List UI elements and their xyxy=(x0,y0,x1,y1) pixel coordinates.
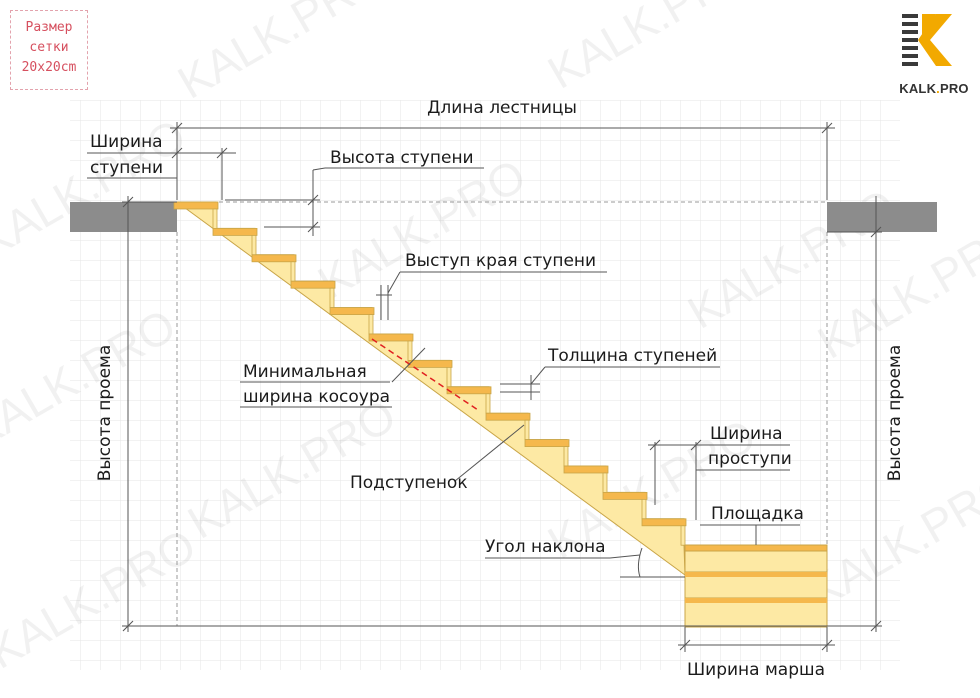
step-tread xyxy=(212,227,258,236)
step-riser xyxy=(446,366,452,388)
slope-angle-label: Угол наклона xyxy=(485,537,606,557)
stringer xyxy=(173,201,687,577)
tread-width-label-2: проступи xyxy=(708,449,792,469)
landing-block xyxy=(684,544,828,628)
step-tread xyxy=(290,280,336,289)
step-tread xyxy=(329,307,375,316)
step-tread xyxy=(602,491,648,500)
step-riser xyxy=(368,314,374,335)
flight-width-label: Ширина марша xyxy=(687,660,825,680)
nosing-label: Выступ края ступени xyxy=(405,251,596,271)
step-tread xyxy=(407,359,453,368)
tread-thickness-label: Толщина ступеней xyxy=(547,346,717,366)
grid-note-line-3: 20х20cm xyxy=(21,60,77,75)
logo-icon xyxy=(902,14,952,66)
dimension-lines xyxy=(87,122,882,652)
step-riser xyxy=(563,446,569,467)
logo-brand: KALK xyxy=(899,81,937,96)
step-tread xyxy=(563,465,609,474)
step-riser xyxy=(251,234,257,256)
step-tread xyxy=(641,518,687,527)
logo-dot: . xyxy=(936,81,940,96)
opening-height-right-label: Высота проема xyxy=(885,345,905,482)
step-riser xyxy=(329,287,335,309)
step-riser xyxy=(485,393,491,414)
step-height-label: Высота ступени xyxy=(330,148,474,168)
step-riser xyxy=(602,472,608,493)
watermark-text: KALK.PRO xyxy=(169,0,394,109)
step-riser xyxy=(212,208,218,229)
step-width-label-1: Ширина xyxy=(90,132,163,152)
grid-size-note: Размер сетки 20х20cm xyxy=(10,10,88,90)
step-width-label-2: ступени xyxy=(90,158,163,178)
step-riser xyxy=(641,498,647,520)
upper-floor-right xyxy=(827,202,937,232)
step-riser xyxy=(524,419,530,441)
step-tread xyxy=(524,439,570,448)
step-tread xyxy=(173,201,219,210)
grid-note-line-2: сетки xyxy=(29,40,69,55)
opening-height-left-label: Высота проема xyxy=(95,345,115,482)
kalk-pro-logo: KALK.PRO xyxy=(896,10,972,96)
watermark-text: KALK.PRO xyxy=(539,0,764,99)
step-riser xyxy=(290,261,296,282)
logo-wordmark: KALK.PRO xyxy=(896,81,972,96)
step-tread xyxy=(251,254,297,263)
stair-length-label: Длина лестницы xyxy=(427,98,577,118)
step-tread xyxy=(368,333,414,342)
min-stringer-line xyxy=(371,338,479,411)
step-riser xyxy=(407,340,413,361)
min-stringer-label-2: ширина косоура xyxy=(243,387,390,407)
tread-width-label-1: Ширина xyxy=(710,424,783,444)
step-tread xyxy=(485,412,531,421)
min-stringer-label-1: Минимальная xyxy=(243,362,367,382)
step-tread xyxy=(446,386,492,395)
landing-label: Площадка xyxy=(711,504,804,524)
logo-suffix: PRO xyxy=(939,81,969,96)
step-riser xyxy=(680,525,686,546)
riser-label: Подступенок xyxy=(350,473,468,493)
grid-note-line-1: Размер xyxy=(25,20,73,35)
